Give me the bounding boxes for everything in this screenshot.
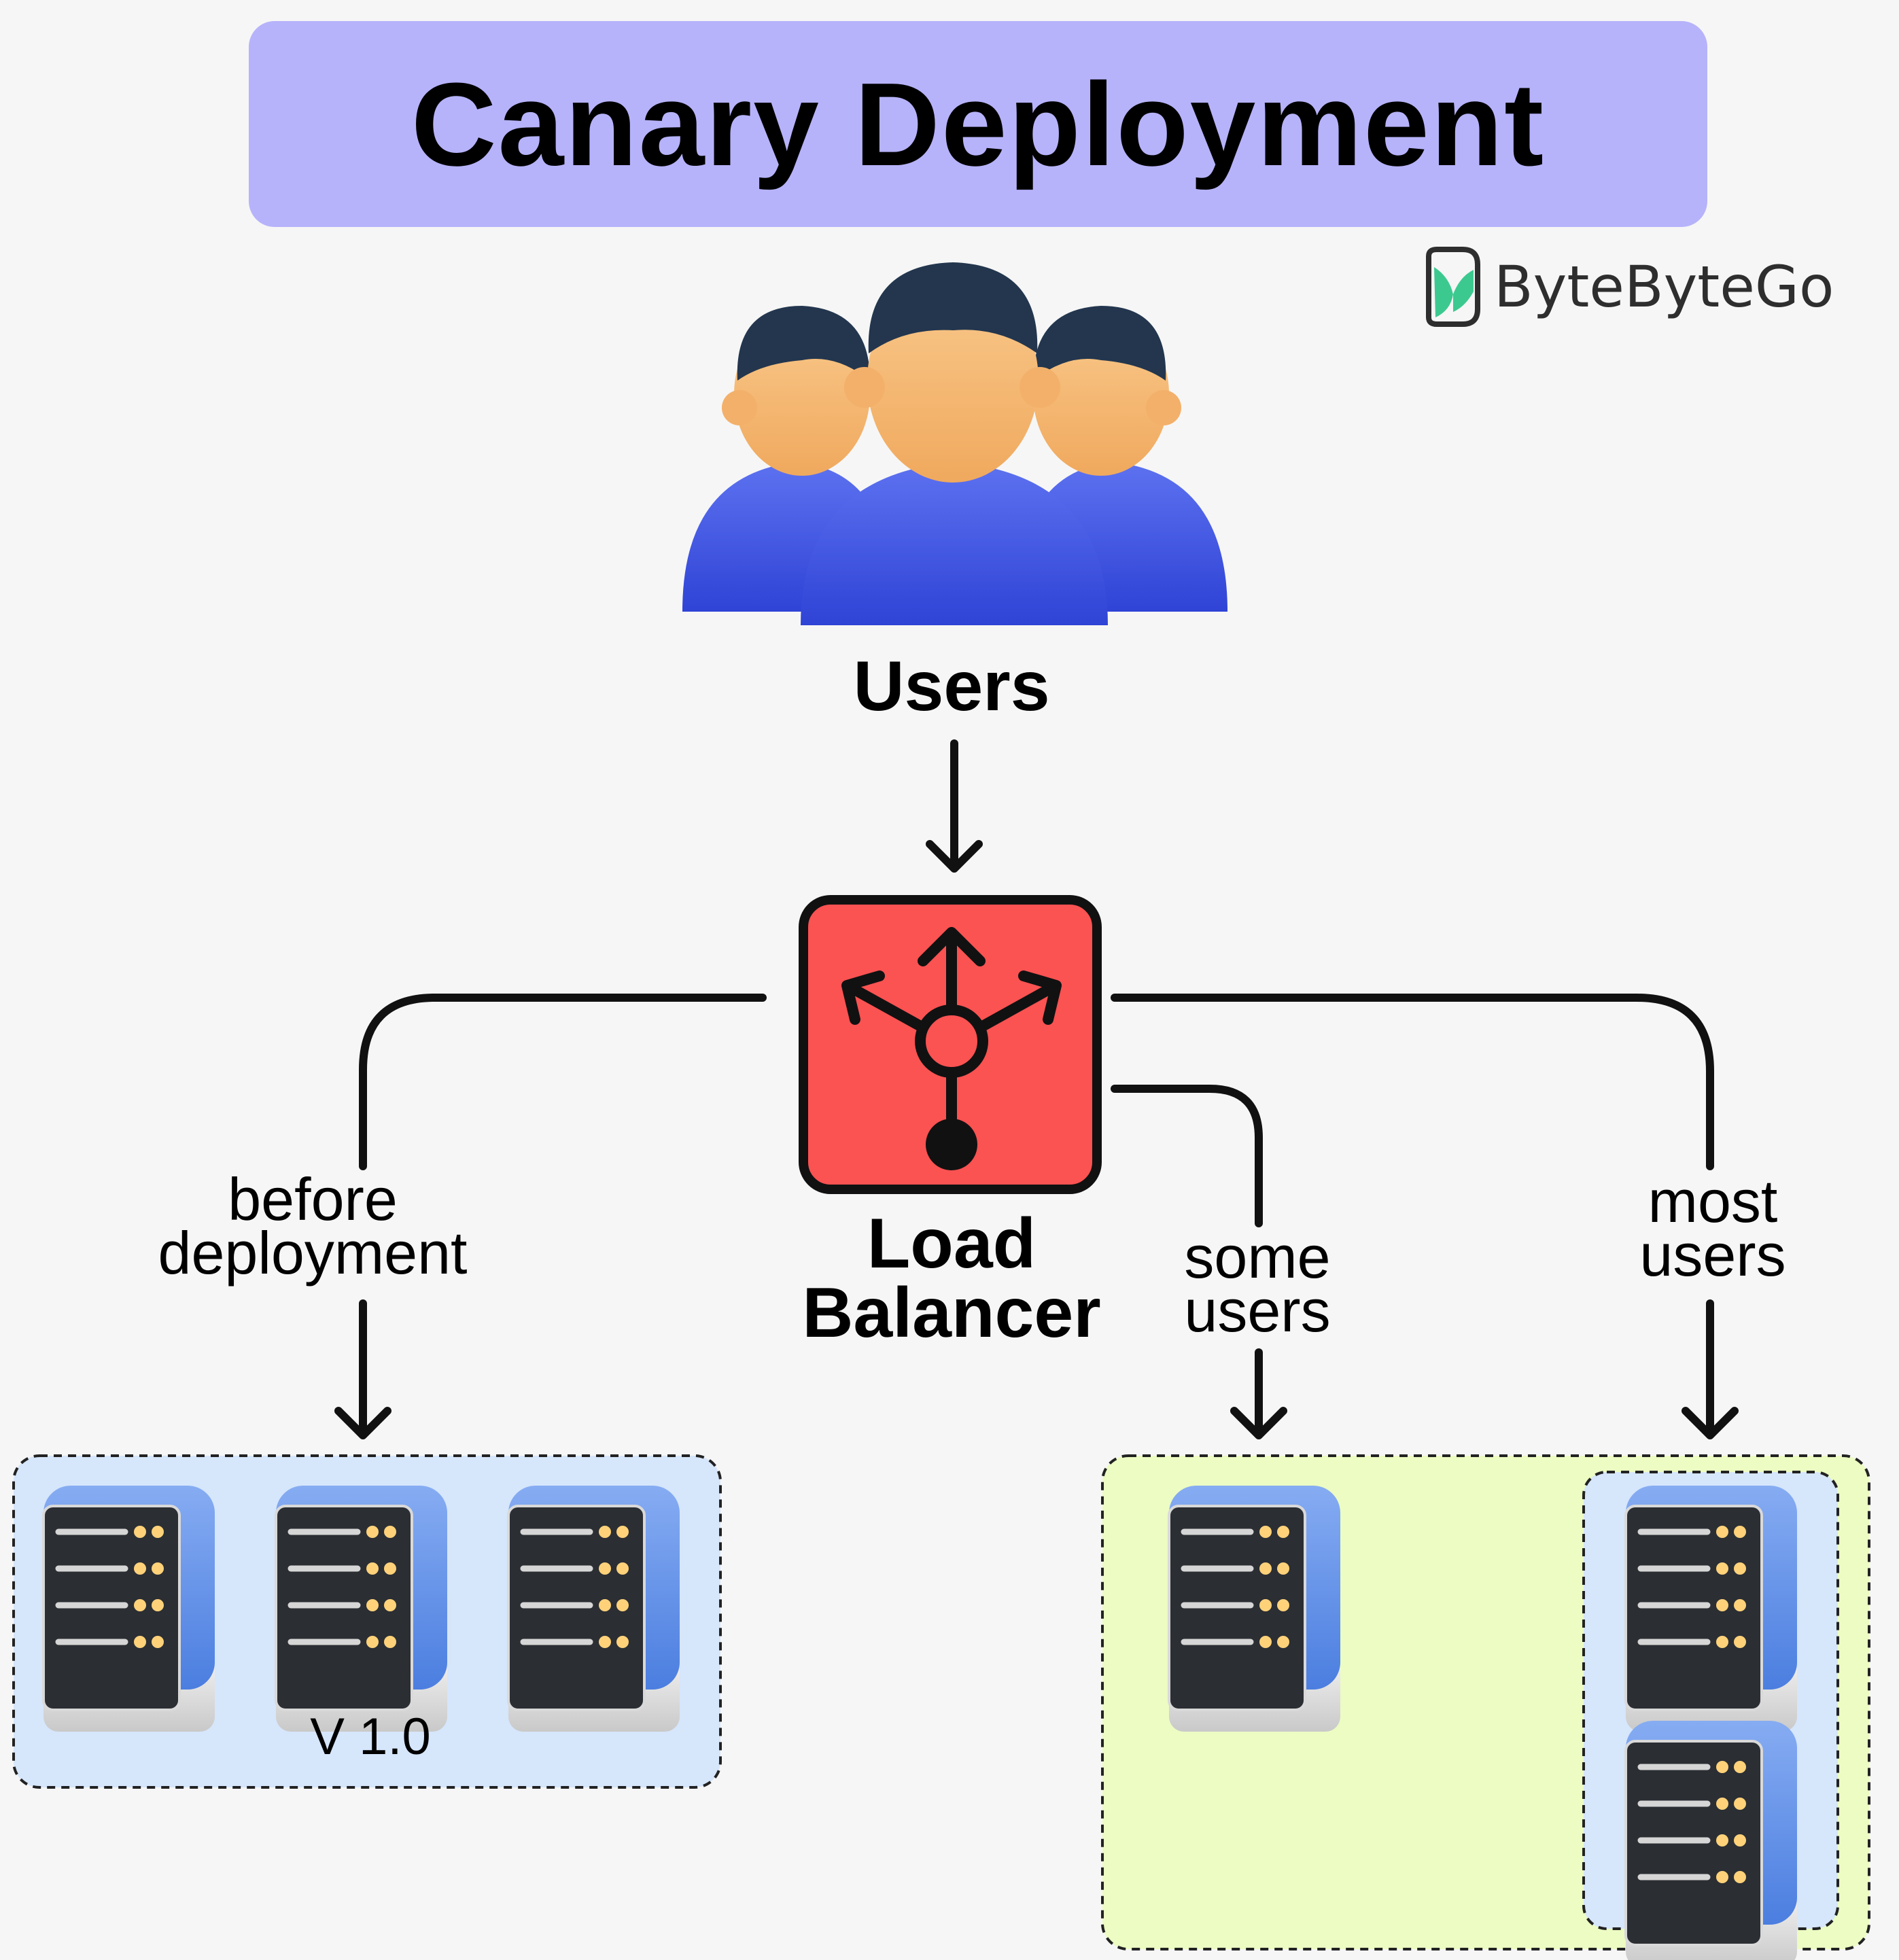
stable-server-2 <box>1626 1721 1797 1960</box>
edge-label-before-line2: deployment <box>158 1219 468 1287</box>
arrow-users-to-lb <box>930 739 979 869</box>
page-title: Canary Deployment <box>411 58 1546 190</box>
edge-label-most-line2: users <box>1639 1221 1786 1289</box>
edge-label-some-users: some users <box>1142 1223 1373 1345</box>
users-label: Users <box>853 647 1050 726</box>
bytebytego-logo-icon <box>1426 247 1480 327</box>
edge-label-some-line1: some <box>1184 1223 1331 1291</box>
load-balancer-icon <box>799 895 1102 1194</box>
title-banner: Canary Deployment <box>249 21 1707 227</box>
load-balancer-label-line1: Load <box>867 1204 1036 1283</box>
edge-label-before-line1: before <box>228 1166 398 1233</box>
v1-server-1 <box>43 1486 215 1732</box>
load-balancer-label: Load Balancer <box>768 1204 1135 1352</box>
canary-server <box>1169 1486 1340 1732</box>
v1-server-2 <box>276 1486 447 1732</box>
v1-group <box>12 1454 722 1789</box>
stable-server-1 <box>1626 1486 1797 1732</box>
users-group-icon <box>682 262 1227 625</box>
edge-some-users <box>1111 1085 1263 1434</box>
brand: ByteByteGo <box>1423 245 1834 329</box>
edge-label-most-users: most users <box>1604 1168 1822 1289</box>
edge-label-most-line1: most <box>1648 1168 1778 1235</box>
edge-before-deployment <box>359 994 767 1434</box>
edge-label-some-line2: users <box>1184 1277 1331 1345</box>
v1-server-3 <box>508 1486 680 1732</box>
edge-label-before-deployment: before deployment <box>109 1166 517 1287</box>
edge-most-users <box>1111 994 1714 1434</box>
load-balancer-label-line2: Balancer <box>802 1273 1101 1352</box>
stable-subgroup <box>1582 1471 1839 1960</box>
user-icon-center <box>801 262 1108 625</box>
v1-group-label: V 1.0 <box>310 1708 431 1766</box>
brand-name: ByteByteGo <box>1494 253 1834 320</box>
